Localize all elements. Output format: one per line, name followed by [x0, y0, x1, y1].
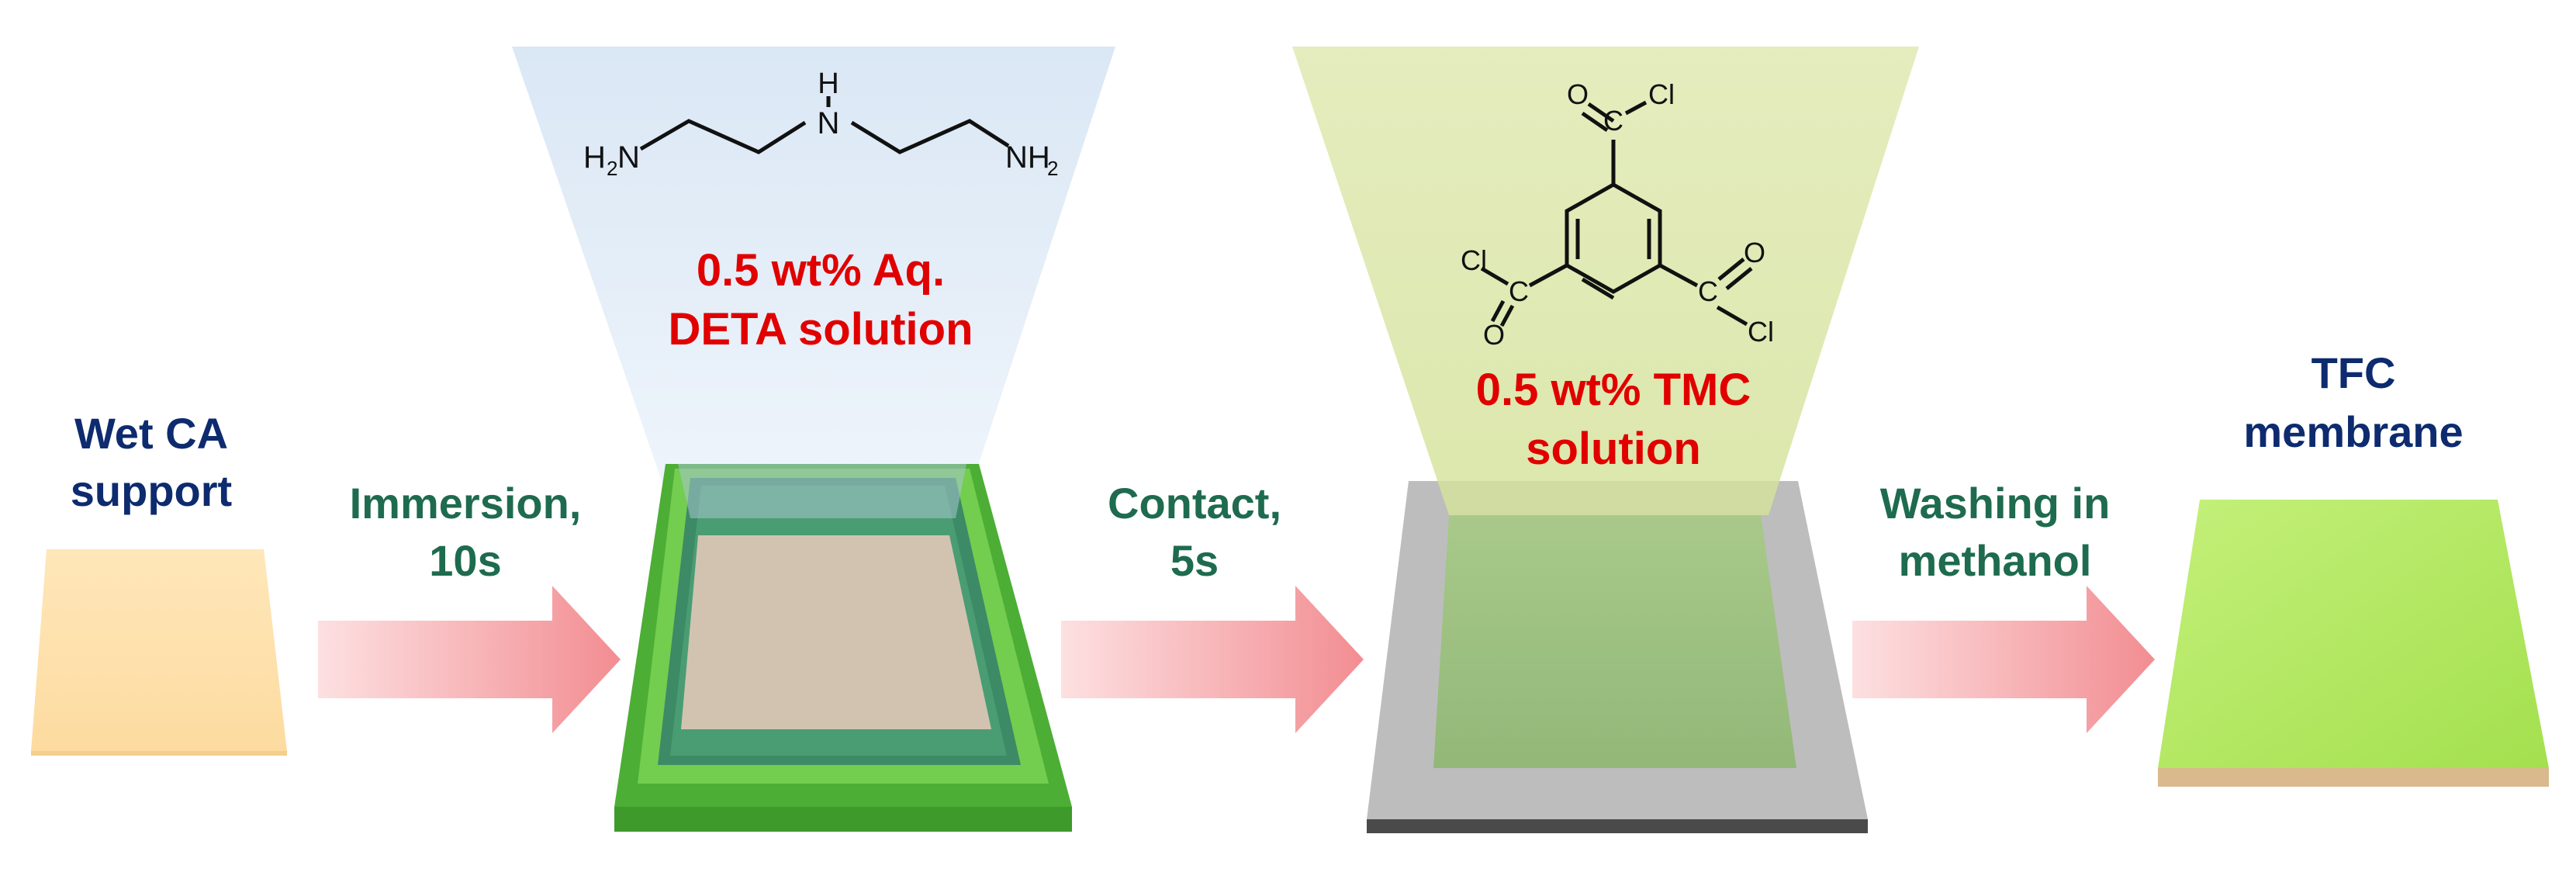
tmc-right-cl: Cl [1748, 316, 1774, 348]
tmc-ring-double-3 [1581, 277, 1615, 300]
support-label-line2: support [71, 466, 232, 515]
step1-label-line2: 10s [429, 536, 501, 585]
chloride-label-line1: 0.5 wt% TMC [1476, 365, 1751, 415]
frame-base [1367, 819, 1868, 833]
deta-bonds-left [639, 119, 807, 154]
tmc-right-co1 [1717, 258, 1745, 281]
tmc-left-c: C [1509, 275, 1529, 307]
product-label-line1: TFC [2311, 348, 2396, 397]
tray-ca-support [681, 535, 991, 729]
arrow-immersion-shape [318, 586, 621, 733]
tmc-top-c: C [1603, 105, 1623, 137]
tray-glare [678, 464, 966, 518]
tmc-molecule [1480, 100, 1753, 327]
arrow-washing-shape [1852, 586, 2155, 733]
step3-label-line1: Washing in [1880, 479, 2111, 528]
frame-film [1433, 515, 1796, 768]
arrow-contact-shape [1061, 586, 1364, 733]
deta-center-h: H [818, 67, 838, 100]
step2-label-line1: Contact, [1108, 479, 1281, 528]
amine-label-line1: 0.5 wt% Aq. [697, 245, 945, 296]
ca-support-edge [31, 751, 287, 756]
tmc-left-co1 [1499, 304, 1515, 327]
tfc-membrane-top [2158, 500, 2549, 768]
tmc-left-o: O [1483, 319, 1505, 351]
deta-tray [614, 464, 1072, 832]
deta-left-h: H [583, 140, 606, 175]
tmc-solution-beam [1292, 47, 1919, 515]
deta-solution-beam [512, 47, 1115, 497]
tray-base [614, 807, 1072, 832]
tmc-left-co2 [1490, 299, 1506, 323]
deta-molecule [639, 96, 1010, 154]
step2-label-line2: 5s [1170, 536, 1219, 585]
ca-support [31, 549, 287, 756]
tmc-top-cl: Cl [1648, 78, 1675, 110]
arrow-contact [1061, 586, 1364, 733]
step1-label-line1: Immersion, [350, 479, 582, 528]
tmc-top-ccl [1624, 100, 1648, 116]
tmc-right-o: O [1744, 237, 1765, 268]
deta-right-sub: 2 [1047, 157, 1058, 180]
tmc-right-ccl [1716, 305, 1748, 327]
tmc-ring [1565, 182, 1662, 294]
support-label-line1: Wet CA [74, 409, 228, 458]
tmc-right-co2 [1725, 267, 1753, 290]
tmc-frame [1367, 481, 1868, 833]
arrow-washing [1852, 586, 2155, 733]
product-label-line2: membrane [2243, 407, 2463, 456]
arrow-immersion [318, 586, 621, 733]
deta-left-n: N [617, 140, 640, 175]
chloride-label-line2: solution [1526, 424, 1701, 474]
deta-center-n: N [818, 106, 840, 140]
tmc-left-ccl [1480, 266, 1509, 286]
tmc-left-cl: Cl [1461, 244, 1487, 276]
tmc-right-bond [1658, 263, 1699, 288]
amine-label-line2: DETA solution [668, 304, 973, 355]
deta-right-nh: NH [1005, 140, 1050, 175]
tfc-membrane [2158, 500, 2549, 787]
deta-bonds-right [850, 119, 1010, 154]
step3-label-line2: methanol [1899, 536, 2092, 585]
tmc-right-c: C [1698, 275, 1718, 307]
tmc-top-co1 [1587, 102, 1615, 123]
deta-left-sub: 2 [607, 157, 617, 180]
tmc-left-bond [1528, 263, 1568, 288]
tmc-top-co2 [1581, 111, 1609, 133]
tfc-membrane-support-edge [2158, 768, 2549, 787]
ca-support-sheet [31, 549, 287, 751]
tmc-top-o: O [1567, 78, 1589, 110]
